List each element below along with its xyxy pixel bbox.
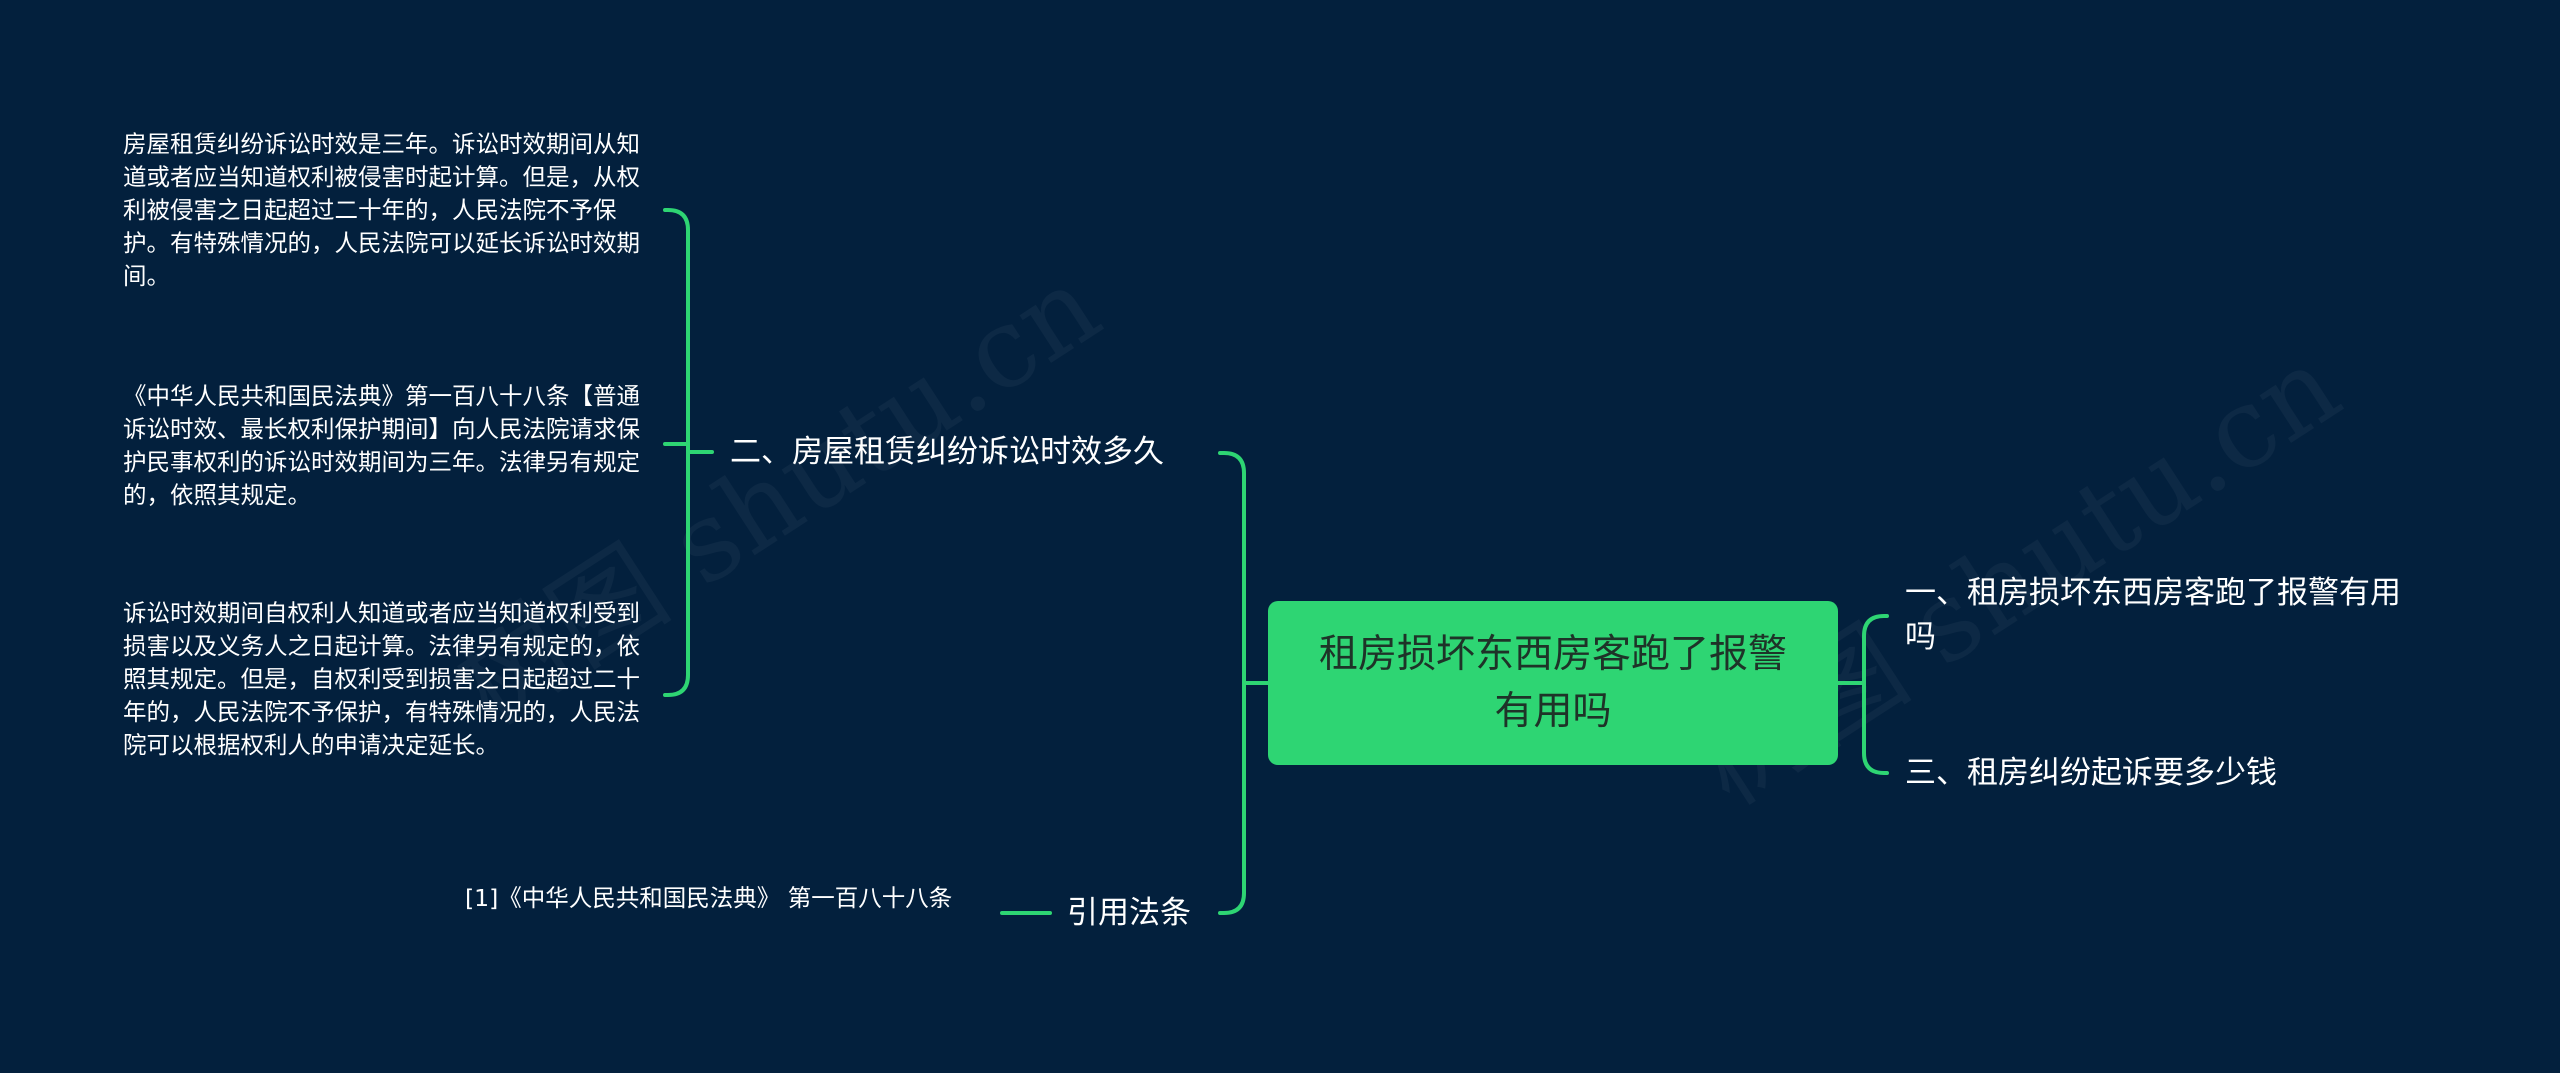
citation-text: [1]《中华人民共和国民法典》 第一百八十八条 <box>465 884 953 912</box>
root-node[interactable]: 租房损坏东西房客跑了报警有用吗 <box>1268 601 1838 765</box>
leaf-text-civil-code-article-188: 《中华人民共和国民法典》第一百八十八条【普通诉讼时效、最长权利保护期间】向人民法… <box>123 382 640 509</box>
branch-node-report-police[interactable]: 一、租房损坏东西房客跑了报警有用吗 <box>1905 575 2401 655</box>
leaf-text-limitation-period: 房屋租赁纠纷诉讼时效是三年。诉讼时效期间从知道或者应当知道权利被侵害时起计算。但… <box>123 130 640 290</box>
branch-node-limitation-period[interactable]: 二、房屋租赁纠纷诉讼时效多久 <box>730 434 1164 470</box>
branch-node-lawsuit-cost[interactable]: 三、租房纠纷起诉要多少钱 <box>1905 755 2277 791</box>
branch-node-cited-law[interactable]: 引用法条 <box>1067 895 1191 931</box>
leaf-text-period-calculation: 诉讼时效期间自权利人知道或者应当知道权利受到损害以及义务人之日起计算。法律另有规… <box>123 599 640 759</box>
root-node-label: 租房损坏东西房客跑了报警有用吗 <box>1318 632 1787 734</box>
